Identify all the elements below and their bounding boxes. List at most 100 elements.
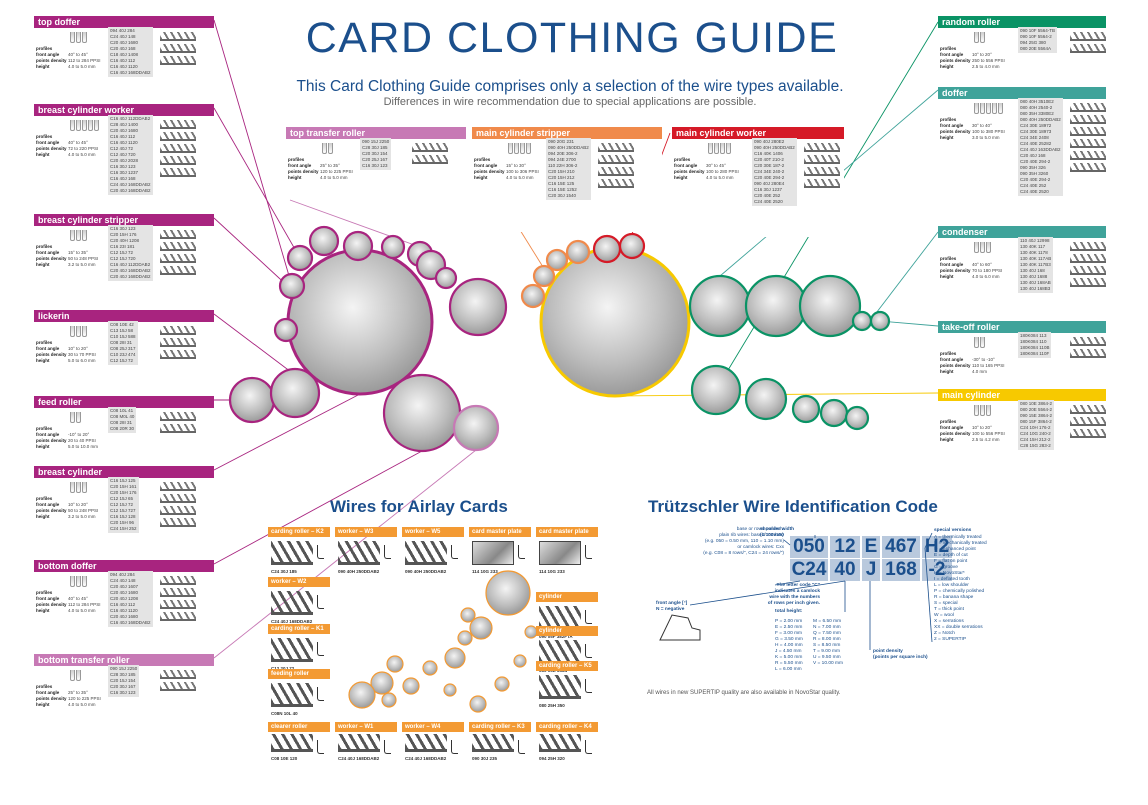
spec-label: profiles (940, 256, 957, 261)
wire-code: 080 40H 3510E2 (1020, 99, 1054, 104)
airlay-roller (513, 654, 527, 668)
rollers (228, 225, 891, 713)
roller-mc-worker-1 (592, 234, 622, 264)
airlay-roller (485, 570, 531, 616)
roller-mc-stripper-4 (565, 239, 591, 265)
tooth-shape-icon (317, 595, 324, 609)
wire-code: C08 28I 31 (110, 420, 133, 425)
wire-code: C20 40J 1680 (110, 128, 139, 133)
spec-label: front angle (940, 52, 964, 57)
tooth-profiles (1070, 242, 1106, 290)
spec-row: profiles (288, 157, 353, 163)
tooth-profile-icon (598, 143, 634, 152)
wire-profile-icon (82, 120, 87, 131)
spec-row: points density100 to 306 PPSI (474, 169, 539, 175)
spec-label: front angle (940, 262, 964, 267)
spec-label: profiles (940, 351, 957, 356)
page-subtitle-note: Differences in wire recommendation due t… (383, 96, 757, 108)
roller-breast-worker-5 (342, 230, 374, 262)
wire-code: C20 15H 176 (110, 232, 137, 237)
airlay-card-title: feeding roller (268, 669, 330, 679)
tooth-shape-icon (585, 644, 592, 658)
wire-profile-icon (514, 143, 519, 154)
profile-icons (70, 230, 87, 242)
tooth-shape-icon (317, 545, 324, 559)
wire-code: C12 15J 65 (110, 496, 134, 501)
wire-code: 090 20G 231 (548, 139, 575, 144)
special-version-entry: E = depth of cut (934, 553, 968, 558)
spec-row: profiles (36, 684, 101, 690)
tooth-profile-icon (160, 518, 196, 527)
spec-value: 2.5 to 4.0 mm (972, 64, 1000, 69)
tooth-profiles (160, 412, 196, 436)
wire-profile-image (271, 638, 313, 662)
tooth-shape-icon (384, 740, 391, 754)
roller-breast-worker-1 (278, 272, 306, 300)
wire-code: 180K084 110 (1020, 339, 1047, 344)
roller-random-4 (819, 398, 849, 428)
wire-code: 090 35H 326 (1020, 165, 1046, 170)
tooth-profile-icon (160, 350, 196, 359)
wic-code-segment: 40 (830, 559, 860, 581)
special-version-entry: R = banana shape (934, 595, 974, 600)
spec-label: height (36, 152, 50, 157)
wire-profile-icon (714, 143, 719, 154)
spec-value: 40° to 45° (68, 596, 88, 601)
tooth-shape-icon (518, 740, 525, 754)
roller-mc-stripper-1 (520, 283, 546, 309)
wire-code: 080 20E 5564-2 (1020, 407, 1053, 412)
total-height-entry: R = 5.50 mm (775, 661, 803, 666)
wire-profile-icon (76, 120, 81, 131)
wire-profile-icon (76, 670, 81, 681)
wire-profile-icon (70, 670, 75, 681)
wic-title: Trützschler Wire Identification Code (648, 497, 938, 516)
spec-label: front angle (36, 502, 60, 507)
wire-code: C20 40J 1680 (110, 40, 139, 45)
wire-code: C20 40J 168DDAB2 (110, 188, 151, 193)
roller-breast-stripper (434, 266, 458, 290)
wire-profile-icon (70, 32, 75, 43)
wire-profile-icon (82, 326, 87, 337)
airlay-title: Wires for Airlay Cards (330, 497, 508, 516)
wic-code-segment: 467 (882, 536, 920, 558)
wire-profile-icon (974, 103, 979, 114)
card-title: feed roller (34, 396, 214, 408)
spec-label: height (940, 274, 954, 279)
wire-code: 094 40J 284 (110, 572, 135, 577)
special-version-entry: G = groove (934, 565, 958, 570)
spec-label: points density (288, 169, 319, 174)
tooth-profile-icon (1070, 139, 1106, 148)
tooth-shape-icon (585, 679, 592, 693)
wire-code: C20 15H 176 (110, 490, 137, 495)
spec-label: front angle (36, 250, 60, 255)
wire-profile-icon (82, 32, 87, 43)
leader-line (213, 450, 423, 565)
wire-profile-image (539, 675, 581, 699)
tooth-profiles (160, 326, 196, 362)
wire-profile-icon (76, 412, 81, 423)
tooth-profile-icon (160, 230, 196, 239)
card-title: breast cylinder stripper (34, 214, 214, 226)
spec-row: points density70 to 180 PPSI (940, 268, 1002, 274)
airlay-card-title: cylinder (536, 592, 598, 602)
spec-label: front angle (674, 163, 698, 168)
tooth-shape-icon (317, 740, 324, 754)
tooth-profile-icon (160, 266, 196, 275)
spec-label: points density (940, 129, 971, 134)
spec-value: 120 to 225 PPSI (320, 169, 353, 174)
wire-code: C16 40J 168DDAB2 (110, 620, 151, 625)
wic-front-angle-note: front angle [°] N = negative (656, 601, 688, 612)
total-height-entry: K = 5.00 mm (775, 655, 803, 660)
spec-label: profiles (940, 46, 957, 51)
wire-code: C24 30E 18973 (1020, 129, 1052, 134)
special-version-entry: I = deflated tooth (934, 577, 970, 582)
roller-mc-stripper-3 (545, 248, 569, 272)
airlay-card-title: carding roller – K4 (536, 722, 598, 732)
